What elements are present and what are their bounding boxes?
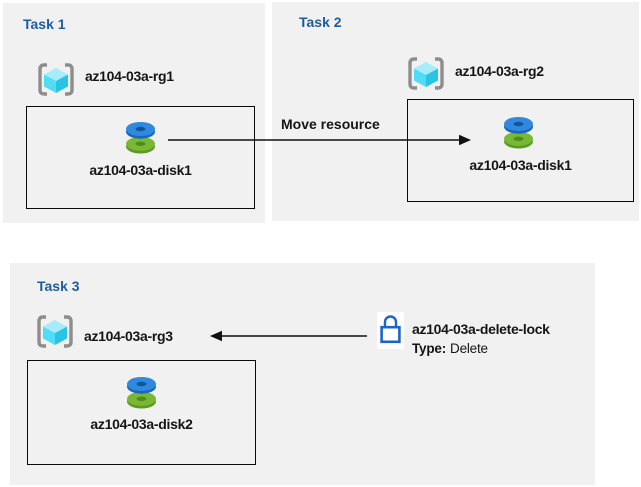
task1-resource-group-label: az104-03a-rg1 [85, 68, 174, 84]
task1-disk-label: az104-03a-disk1 [89, 162, 192, 178]
task1-resource-box [26, 106, 255, 209]
resource-group-icon [408, 57, 444, 90]
task3-resource-group-label: az104-03a-rg3 [84, 328, 173, 344]
task2-disk-label: az104-03a-disk1 [469, 157, 572, 173]
task2-panel: Task 2 az104-03a-rg2 az104-03a-disk1 [272, 2, 639, 221]
move-resource-label: Move resource [281, 116, 380, 132]
task3-title: Task 3 [37, 278, 80, 294]
task2-title: Task 2 [299, 14, 342, 30]
lock-type-value: Delete [450, 341, 488, 356]
task3-resource-box [27, 360, 256, 465]
task2-resource-box [407, 99, 634, 202]
resource-group-icon [38, 63, 74, 96]
disk-icon [127, 377, 156, 409]
disk-icon [126, 122, 155, 154]
resource-group-icon [37, 315, 73, 348]
lock-type-line: Type:Delete [412, 341, 488, 356]
task1-title: Task 1 [23, 16, 66, 32]
task3-disk-label: az104-03a-disk2 [90, 416, 193, 432]
lock-icon [380, 315, 401, 344]
task3-panel: Task 3 az104-03a-rg3 az104-03a-disk2 [10, 263, 595, 485]
task2-resource-group-label: az104-03a-rg2 [455, 63, 544, 79]
lock-type-label: Type: [412, 341, 447, 356]
lock-name-label: az104-03a-delete-lock [412, 321, 550, 337]
disk-icon [504, 117, 533, 149]
lock-plate [377, 312, 404, 349]
task1-panel: Task 1 az104-03a-rg1 az104-03a-disk1 [3, 3, 265, 223]
